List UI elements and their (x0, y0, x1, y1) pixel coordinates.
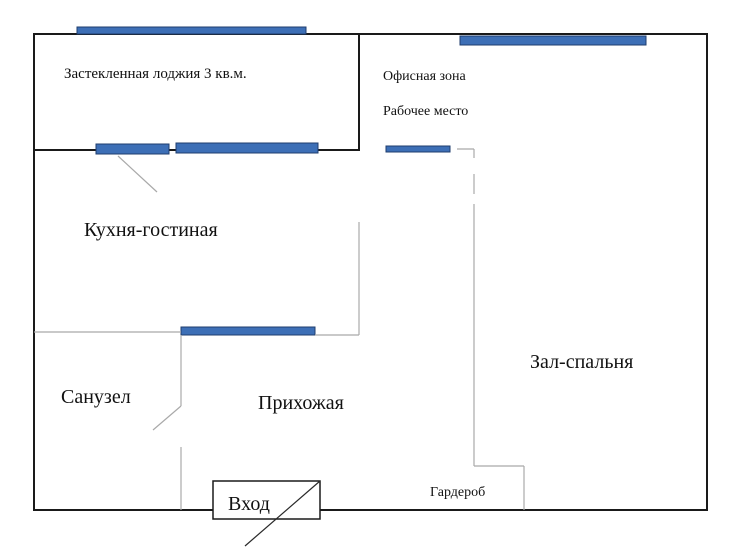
label-entrance: Вход (228, 493, 270, 515)
label-hall-bedroom: Зал-спальня (530, 351, 633, 373)
entrance-box (212, 480, 321, 520)
outer-walls (33, 33, 708, 511)
entrance-door-swing (244, 480, 321, 547)
label-loggia: Застекленная лоджия 3 кв.м. (64, 66, 247, 82)
loggia-walls (33, 33, 360, 151)
window-hallway-divider (180, 326, 316, 336)
label-hallway: Прихожая (258, 392, 344, 414)
label-bathroom: Санузел (61, 386, 131, 408)
label-workplace: Рабочее место (383, 104, 468, 119)
bathroom-door-swing (152, 405, 182, 431)
label-kitchen-living: Кухня-гостиная (84, 219, 218, 241)
label-office-zone: Офисная зона (383, 69, 466, 84)
window-bedroom-top (459, 35, 647, 46)
window-kitchen-right (175, 142, 319, 154)
window-kitchen-left (95, 143, 170, 155)
window-loggia-top (76, 26, 307, 35)
loggia-door-swing (117, 155, 158, 193)
window-office (385, 145, 451, 153)
label-wardrobe: Гардероб (430, 485, 485, 500)
